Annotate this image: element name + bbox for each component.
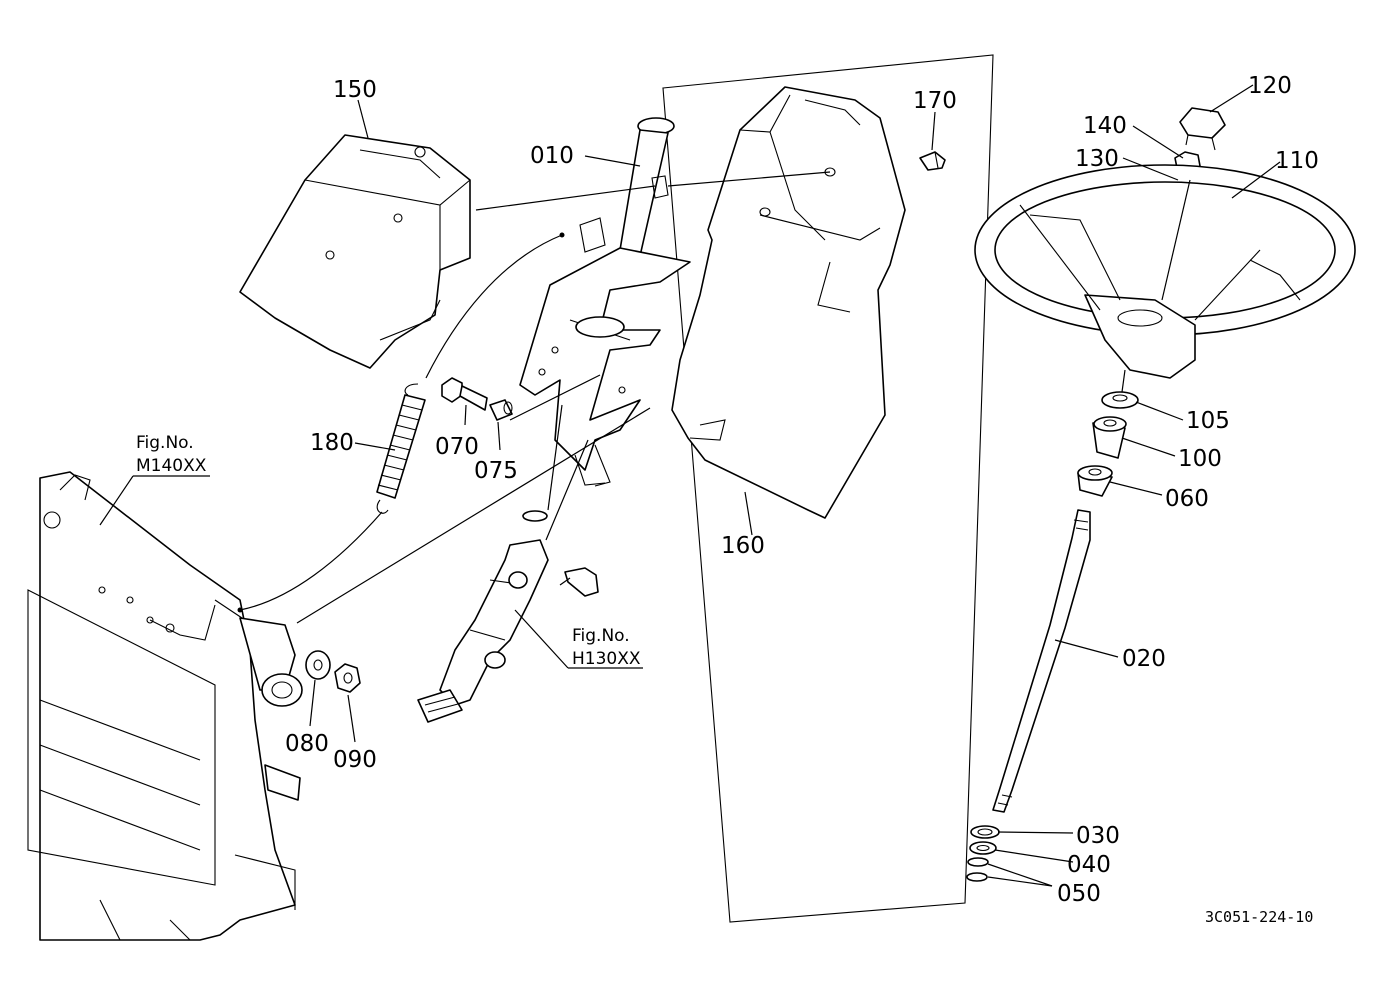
figref-m140-title: Fig.No. <box>136 433 194 453</box>
dashboard-frame <box>27 471 303 941</box>
part-110-steering-wheel <box>974 164 1356 379</box>
figref-h130-code: H130XX <box>572 649 641 669</box>
part-040-washer <box>969 841 997 855</box>
spring-anchor-top <box>559 232 565 238</box>
part-075-collar <box>489 399 513 421</box>
group-outline <box>662 54 994 923</box>
part-100-bushing <box>1092 416 1127 459</box>
part-150-cover <box>239 134 471 369</box>
drawing-code: 3C051-224-10 <box>1205 908 1313 926</box>
label-100: 100 <box>1178 446 1222 472</box>
part-160-column-cover <box>671 86 906 519</box>
label-170: 170 <box>913 88 957 114</box>
label-040: 040 <box>1067 852 1111 878</box>
label-080: 080 <box>285 731 329 757</box>
figref-h130-title: Fig.No. <box>572 626 630 646</box>
universal-joint-assembly <box>417 510 599 723</box>
figref-m140-code: M140XX <box>136 456 207 476</box>
label-140: 140 <box>1083 113 1127 139</box>
part-010-column-frame <box>519 117 691 487</box>
part-060-bearing <box>1077 465 1113 497</box>
part-070-bolt <box>441 377 488 411</box>
label-105: 105 <box>1186 408 1230 434</box>
part-030-ring <box>970 825 1000 839</box>
label-075: 075 <box>474 458 518 484</box>
label-050: 050 <box>1057 881 1101 907</box>
label-180: 180 <box>310 430 354 456</box>
label-060: 060 <box>1165 486 1209 512</box>
label-150: 150 <box>333 77 377 103</box>
part-170-plug <box>919 151 946 171</box>
label-160: 160 <box>721 533 765 559</box>
label-070: 070 <box>435 434 479 460</box>
label-020: 020 <box>1122 646 1166 672</box>
label-030: 030 <box>1076 823 1120 849</box>
part-120-cap <box>1179 107 1226 151</box>
part-090-nut <box>334 663 361 693</box>
label-110: 110 <box>1275 148 1319 174</box>
label-010: 010 <box>530 143 574 169</box>
part-080-washer <box>305 650 331 680</box>
part-020-steering-shaft <box>992 509 1091 813</box>
part-180-spring <box>376 383 426 514</box>
label-130: 130 <box>1075 146 1119 172</box>
leader-lines <box>99 84 1281 887</box>
part-050-washer <box>966 857 989 882</box>
label-120: 120 <box>1248 73 1292 99</box>
label-090: 090 <box>333 747 377 773</box>
spring-anchor-bottom <box>237 607 243 613</box>
part-105-spacer <box>1101 391 1139 409</box>
